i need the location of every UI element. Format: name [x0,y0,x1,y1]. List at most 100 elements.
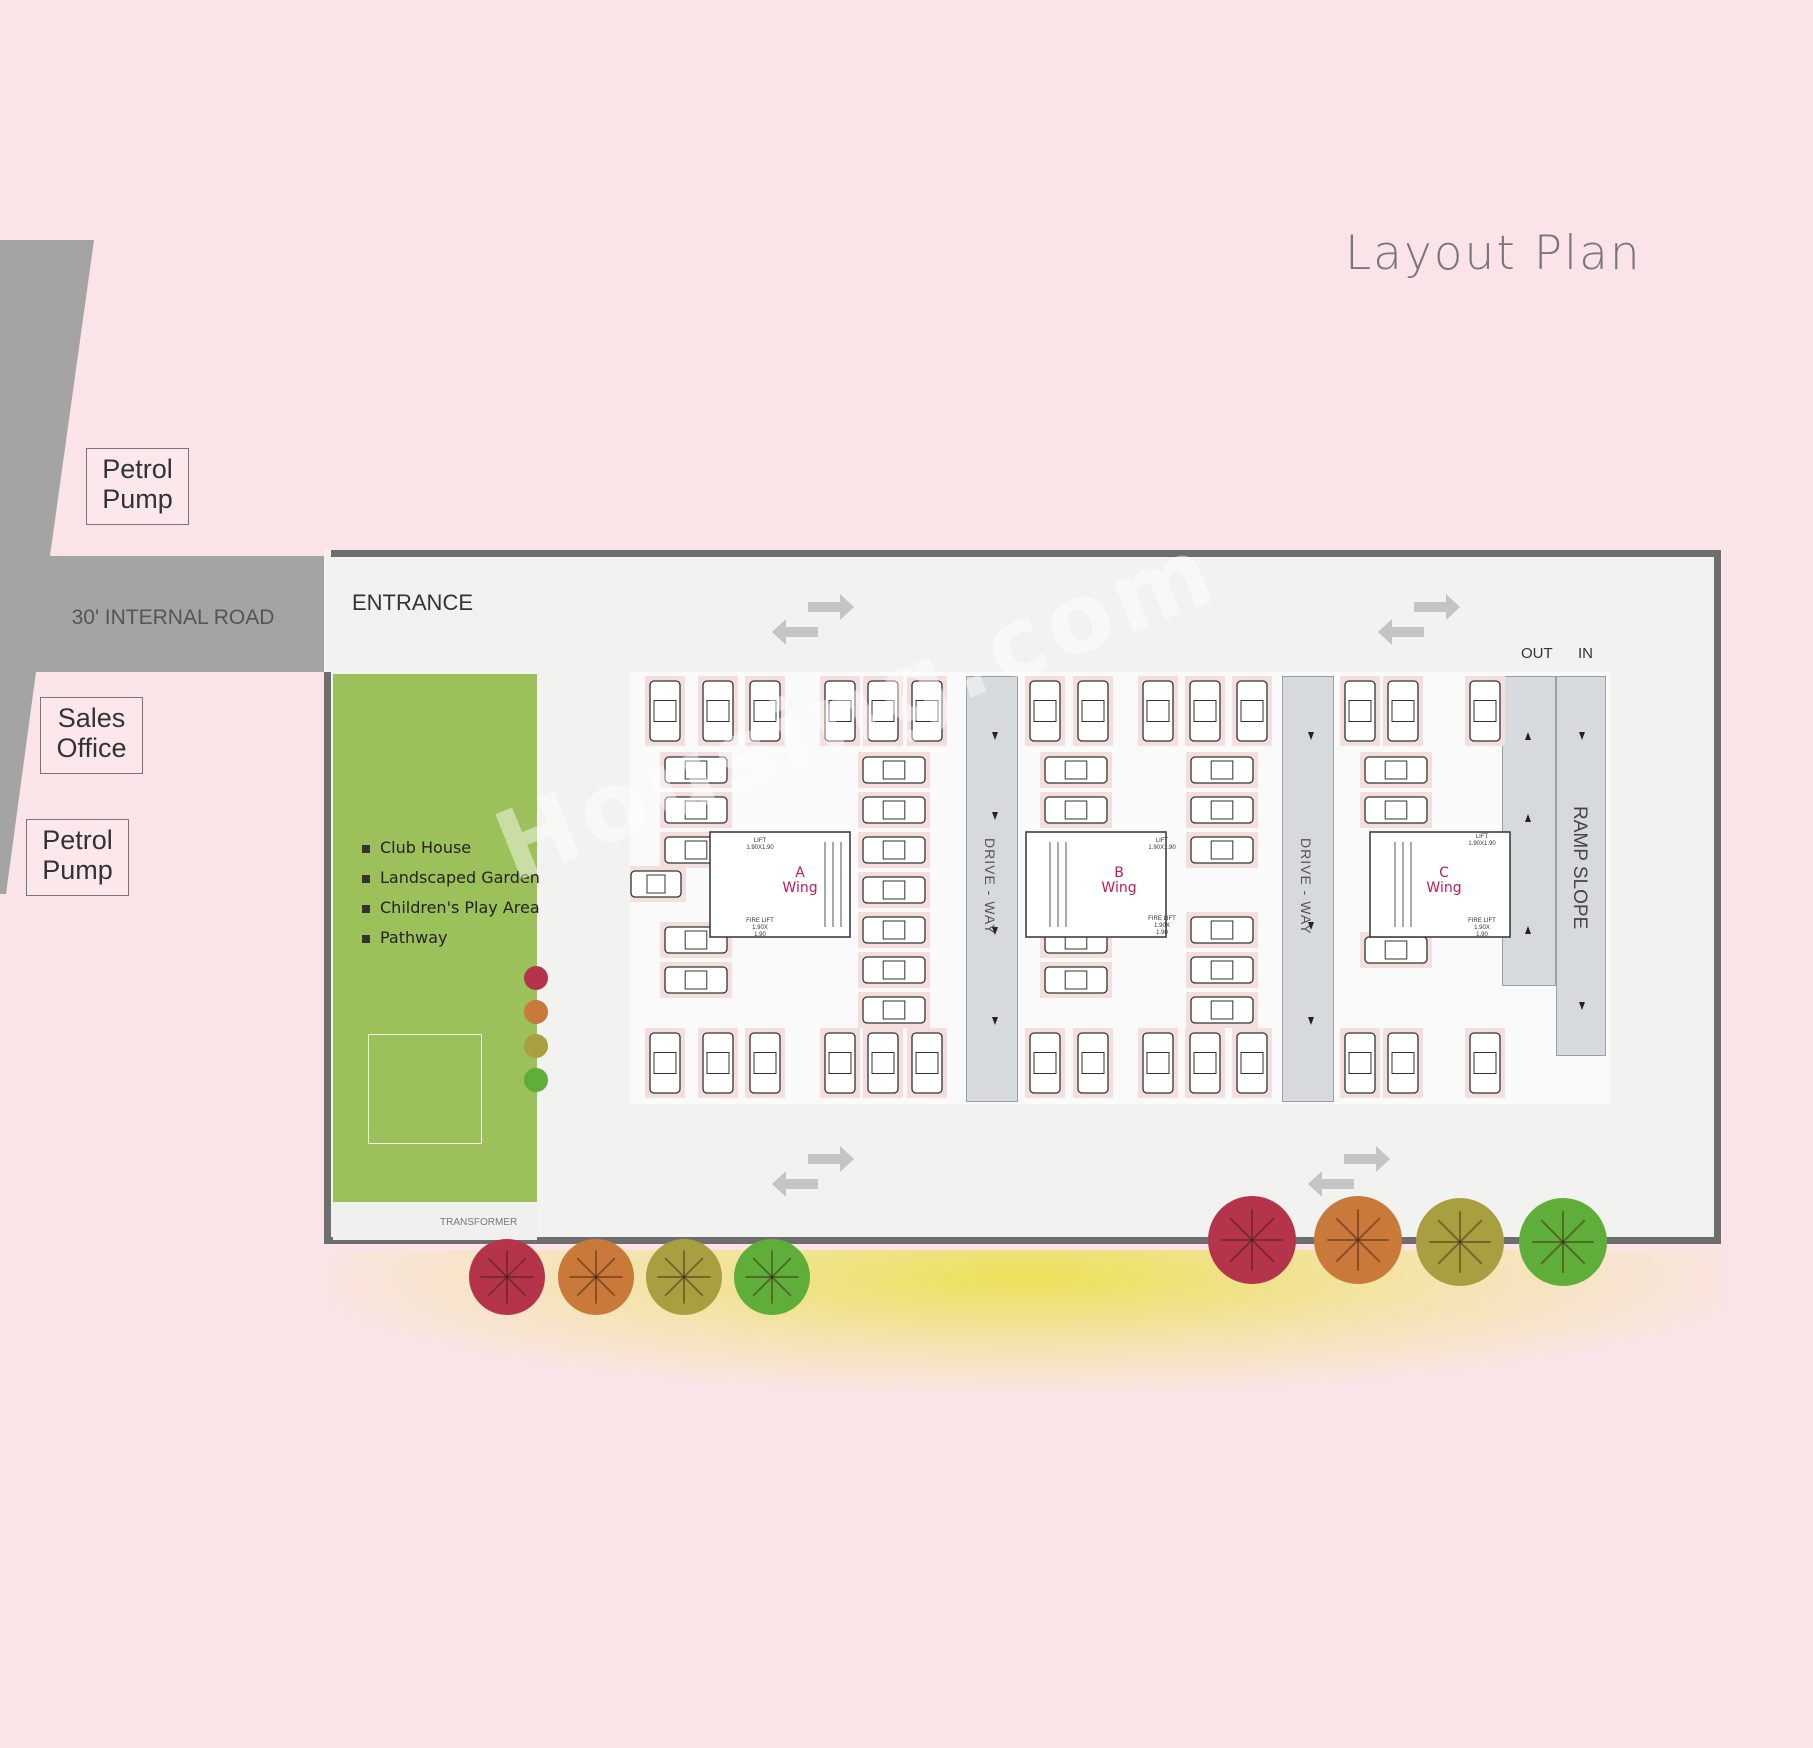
tree-icon [1519,1198,1607,1286]
ramp-in-label: IN [1578,645,1593,662]
garden-edge-trees [524,966,548,1092]
ramp-slope-label: RAMP SLOPE [1569,806,1590,930]
car-icon [1340,1028,1380,1098]
arrow-down-icon [992,1017,998,1025]
fire-lift-label: FIRE LIFT 1.90X 1.90 [1148,916,1176,936]
car-icon [1186,832,1258,868]
car-icon [1186,752,1258,788]
driveway-arrows [992,732,1585,1025]
tree-icon [734,1239,810,1315]
car-icon [1185,1028,1225,1098]
road-vertical-lower [0,672,36,894]
bullet-icon [362,934,370,943]
lift-label: LIFT 1.90X1.90 [1148,838,1176,851]
car-icon [1186,952,1258,988]
amenity-item: Pathway [362,928,448,947]
arrow-down-icon [1308,1017,1314,1025]
car-icon [1025,676,1065,746]
arrow-down-icon [992,812,998,820]
car-icon [660,752,732,788]
parking-bays [630,676,1585,1098]
sales-office-label: Sales Office [40,697,143,774]
car-icon [1138,676,1178,746]
car-icon [858,952,930,988]
play-area-box [368,1034,482,1144]
tree-icon [1314,1196,1402,1284]
wing-b-label: B Wing [1101,865,1137,896]
car-icon [1073,676,1113,746]
car-icon [1360,932,1432,968]
car-icon [1383,1028,1423,1098]
car-icon [1360,752,1432,788]
fire-lift-label: FIRE LIFT 1.90X 1.90 [1468,918,1496,938]
ramp-out-label: OUT [1521,645,1553,662]
tree-icon [646,1239,722,1315]
car-icon [1073,1028,1113,1098]
car-icon [1186,792,1258,828]
car-icon [863,1028,903,1098]
car-icon [1465,1028,1505,1098]
car-icon [1025,1028,1065,1098]
car-icon [820,676,860,746]
car-icon [907,676,947,746]
entrance-label: ENTRANCE [352,590,474,615]
car-icon [820,1028,860,1098]
arrow-down-icon [992,732,998,740]
car-icon [1040,752,1112,788]
road-horizontal [0,556,326,672]
bullet-icon [362,844,370,853]
parking-bay-group [630,676,1505,1098]
car-icon [1340,676,1380,746]
ramp-out-lane [1502,676,1556,986]
road-vertical [0,240,94,556]
car-icon [698,1028,738,1098]
ramp-in-lane [1556,676,1606,1056]
page-title: Layout Plan [1345,226,1642,281]
amenity-item: Children's Play Area [362,898,540,917]
small-tree-icon [524,1000,548,1024]
car-icon [1360,792,1432,828]
lift-label: LIFT 1.90X1.90 [1468,834,1496,847]
two-way-arrow-icon [1378,594,1460,645]
bullet-icon [362,904,370,913]
arrow-down-icon [992,927,998,935]
tree-icon [1208,1196,1296,1284]
bullet-icon [362,874,370,883]
core-b [1025,831,1167,938]
arrow-down-icon [1308,922,1314,930]
car-icon [1465,676,1505,746]
lift-label: LIFT 1.90X1.90 [746,838,774,851]
tree-icon [469,1239,545,1315]
transformer-strip [333,1202,537,1240]
driveway-1-label: DRIVE - WAY [982,838,998,935]
car-icon [1232,676,1272,746]
car-icon [858,832,930,868]
two-way-arrow-icon [772,594,854,645]
site-left-wall [324,672,331,1244]
car-icon [645,676,685,746]
car-icon [858,992,930,1028]
car-icon [863,676,903,746]
tree-icon [558,1239,634,1315]
car-icon [1040,962,1112,998]
wing-a-label: A Wing [782,865,818,896]
car-icon [858,912,930,948]
car-icon [1186,912,1258,948]
car-icon [1138,1028,1178,1098]
arrow-down-icon [1579,732,1585,740]
car-icon [630,866,686,902]
car-icon [698,676,738,746]
driveway-2-label: DRIVE - WAY [1298,838,1314,935]
driveway-1 [966,676,1018,1102]
petrol-pump-top-label: Petrol Pump [86,448,189,525]
core-c [1369,831,1511,938]
small-tree-icon [524,1068,548,1092]
tree-icon [1416,1198,1504,1286]
car-icon [1232,1028,1272,1098]
arrow-up-icon [1525,926,1531,934]
wing-c-label: C Wing [1426,865,1462,896]
arrow-down-icon [1308,732,1314,740]
two-way-arrow-icon [772,1146,854,1197]
car-icon [858,872,930,908]
